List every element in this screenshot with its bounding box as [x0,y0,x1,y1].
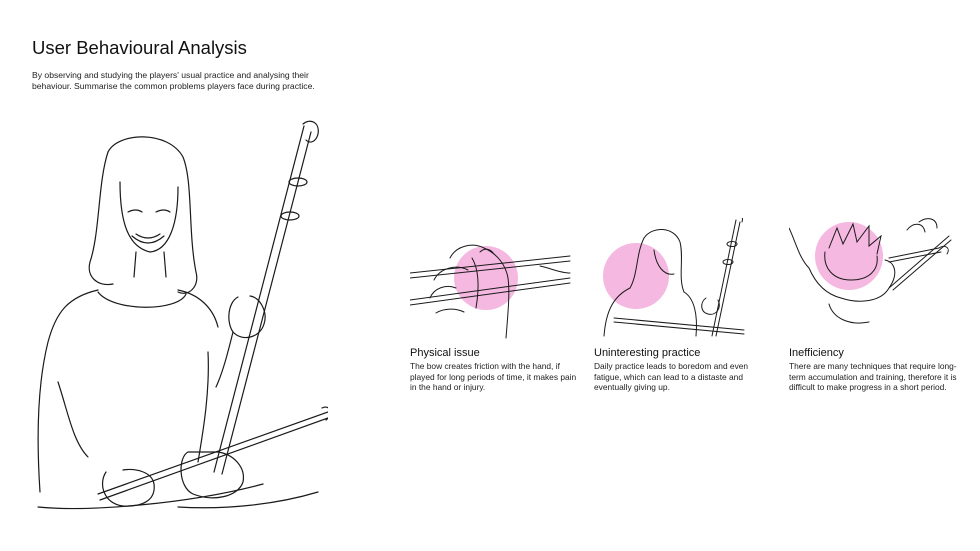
tired-player-illustration [594,218,769,343]
card-title: Physical issue [410,347,480,359]
card-title: Uninteresting practice [594,347,701,359]
card-uninteresting-practice: Uninteresting practice Daily practice le… [594,218,769,393]
card-title: Inefficiency [789,347,844,359]
hand-on-bow-illustration [410,218,585,343]
erhu-player-illustration [28,112,328,512]
card-physical-issue: Physical issue The bow creates friction … [410,218,585,393]
card-body: There are many techniques that require l… [789,361,957,393]
page-title: User Behavioural Analysis [32,37,247,58]
card-inefficiency: Inefficiency There are many techniques t… [789,218,964,393]
highlight-circle [603,243,669,309]
card-body: Daily practice leads to boredom and even… [594,361,749,393]
card-body: The bow creates friction with the hand, … [410,361,577,393]
struggling-player-illustration [789,218,964,343]
page-intro: By observing and studying the players' u… [32,70,315,91]
